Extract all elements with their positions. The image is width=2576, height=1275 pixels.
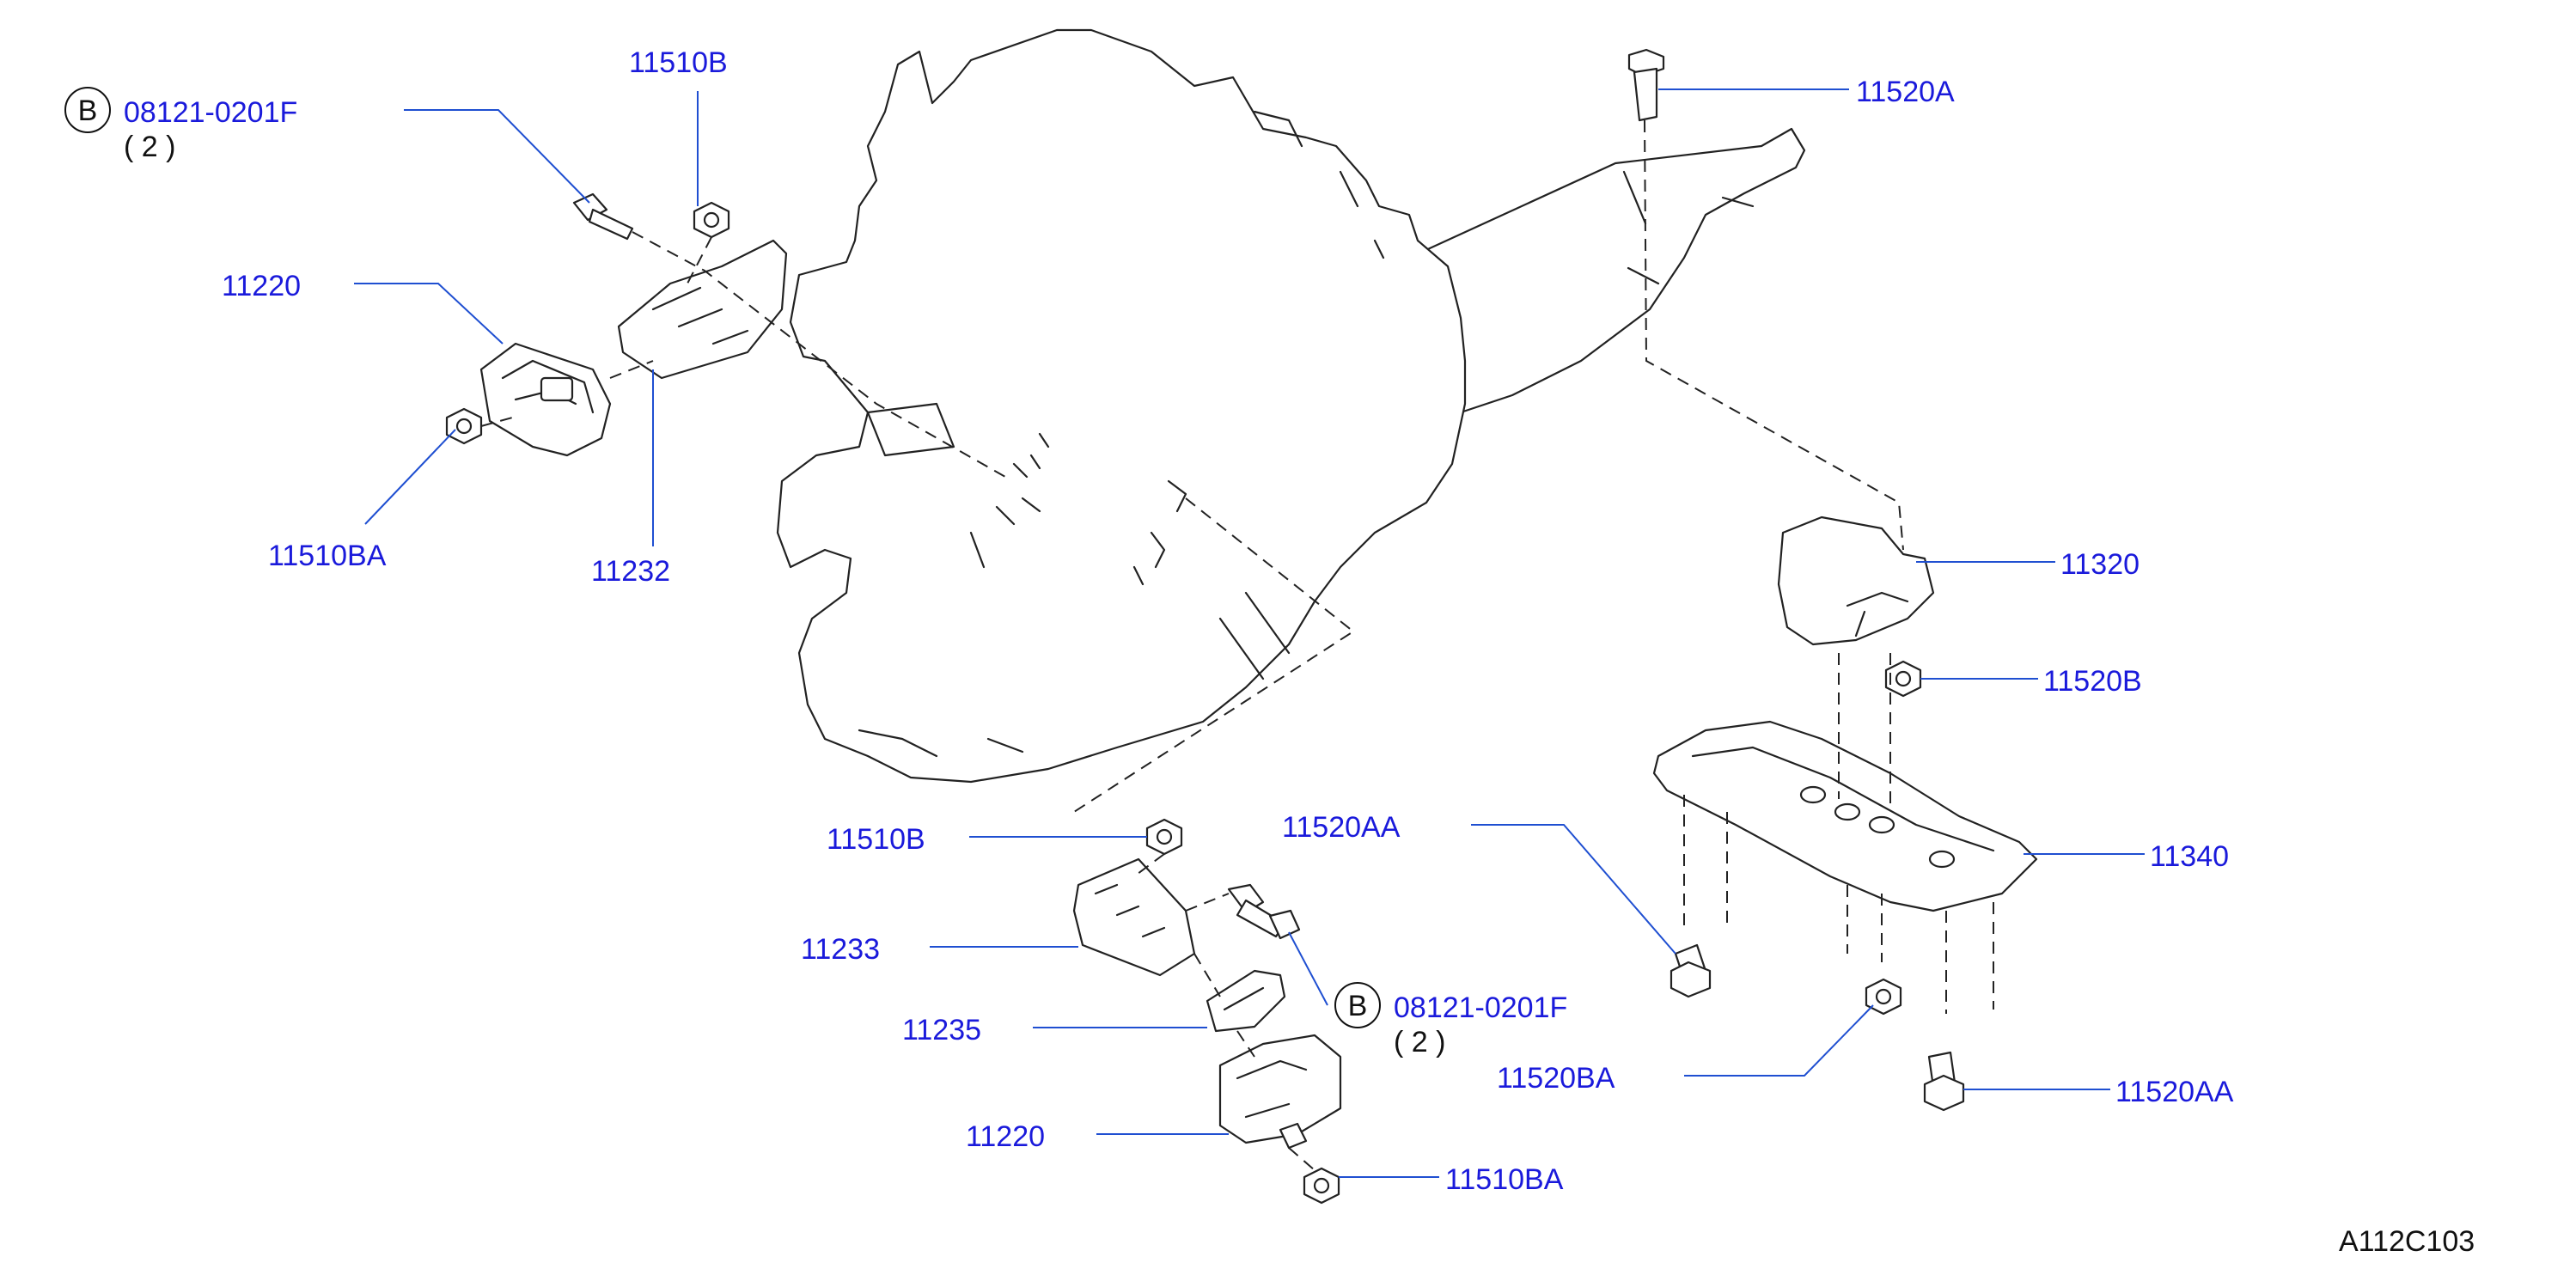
badge-b-upper [64, 87, 111, 133]
badge-b-lower-letter: B [1348, 990, 1368, 1022]
part-label: 11233 [801, 933, 880, 966]
part-label: 11320 [2060, 548, 2140, 581]
drawing-code: A112C103 [2339, 1225, 2475, 1258]
part-label: 11520B [2043, 665, 2142, 698]
part-qty: ( 2 ) [1394, 1026, 1445, 1058]
leader-lines [354, 88, 2145, 1178]
lower-mount-group [1072, 497, 1355, 1205]
callout-labels: B 08121-0201F ( 2 ) 11510B 11220 11510BA… [64, 46, 2234, 1196]
part-label: 08121-0201F [1394, 991, 1567, 1024]
part-label: 11510B [629, 46, 728, 79]
part-label: 11520AA [2115, 1076, 2234, 1108]
left-mount-group [445, 192, 1006, 478]
part-label: 11510BA [1445, 1163, 1564, 1196]
engine-assembly [776, 28, 1806, 784]
callout-bolt-lower: B 08121-0201F ( 2 ) [1334, 982, 1567, 1058]
part-qty: ( 2 ) [124, 131, 175, 163]
part-label: 08121-0201F [124, 96, 297, 129]
part-label: 11340 [2150, 840, 2229, 873]
part-label: 11510B [827, 823, 925, 856]
part-label: 11520A [1856, 76, 1955, 108]
part-label: 11220 [222, 270, 301, 302]
badge-b-upper-letter: B [78, 95, 98, 127]
part-label: 11510BA [268, 540, 387, 572]
part-label: 11235 [902, 1014, 981, 1046]
part-label: 11520BA [1497, 1062, 1615, 1095]
callout-bolt-upper: B 08121-0201F ( 2 ) [64, 87, 297, 163]
badge-b-lower [1334, 982, 1381, 1028]
part-label: 11220 [966, 1120, 1045, 1153]
rear-mount-group [1627, 48, 2038, 1112]
part-label: 11520AA [1282, 811, 1401, 844]
part-label: 11232 [591, 555, 670, 588]
